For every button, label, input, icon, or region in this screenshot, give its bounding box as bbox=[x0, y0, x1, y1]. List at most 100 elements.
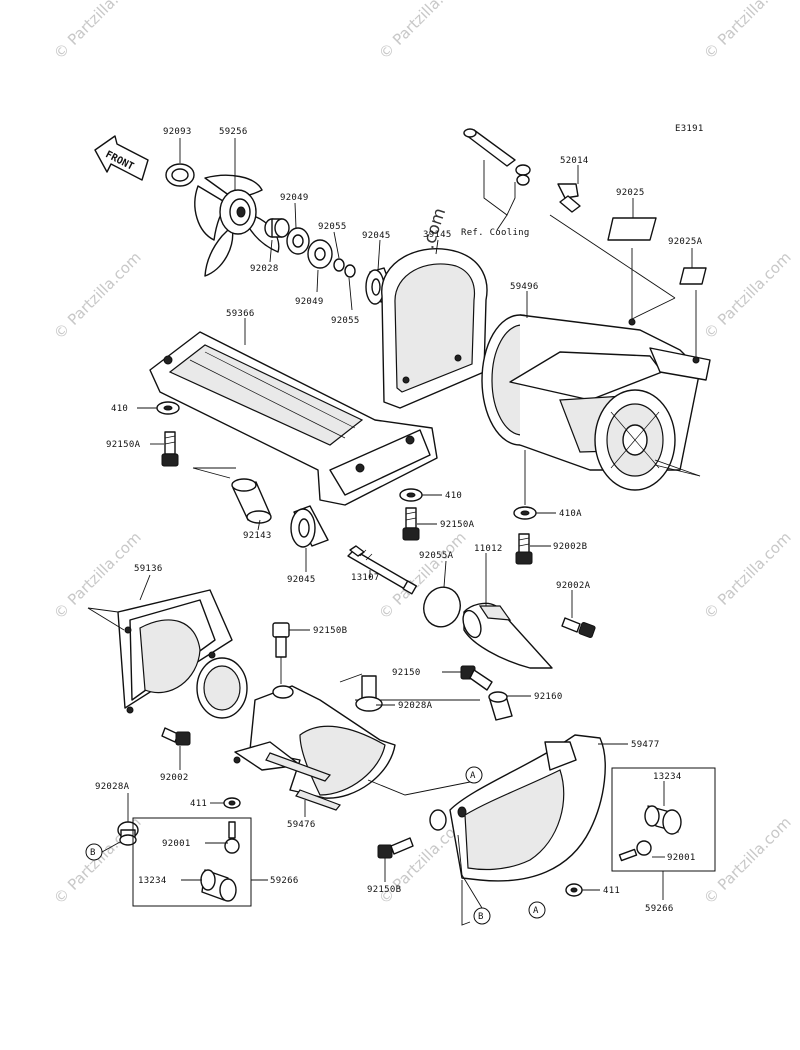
label-92001: 92001 bbox=[162, 839, 191, 849]
label-92160: 92160 bbox=[534, 692, 563, 702]
label-92055: 92055 bbox=[318, 222, 347, 232]
label-59266-b: 59266 bbox=[645, 904, 674, 914]
leader bbox=[367, 779, 481, 796]
label-92055-b: 92055 bbox=[331, 316, 360, 326]
part-410-washer bbox=[156, 401, 180, 415]
part-92150-bolt bbox=[460, 665, 493, 691]
part-92025-shim bbox=[607, 217, 657, 241]
callout-b-left: B bbox=[85, 843, 103, 861]
part-92049-seal bbox=[286, 227, 310, 255]
label-410-b: 410 bbox=[445, 491, 462, 501]
label-39145: 39145 bbox=[423, 230, 452, 240]
label-92150b: 92150B bbox=[313, 626, 347, 636]
label-52014: 52014 bbox=[560, 156, 589, 166]
part-59136-nozzle bbox=[117, 589, 248, 719]
part-13107-shaft bbox=[347, 545, 418, 595]
part-92150a-bolt-2 bbox=[402, 507, 420, 541]
part-92150b-bolt bbox=[272, 622, 290, 684]
callout-b-bottom: B bbox=[473, 907, 491, 925]
part-411-washer-2 bbox=[565, 883, 583, 897]
label-92045-b: 92045 bbox=[287, 575, 316, 585]
part-92049-seal-2 bbox=[307, 239, 333, 269]
label-92028a-b: 92028A bbox=[95, 782, 130, 792]
watermark-text: © Partzilla.com bbox=[50, 0, 145, 63]
callout-a-bottom: A bbox=[528, 901, 546, 919]
part-39145-gasket bbox=[381, 248, 488, 409]
part-92150a-bolt bbox=[161, 431, 179, 467]
label-410a: 410A bbox=[559, 509, 582, 519]
kit-box-right bbox=[611, 767, 716, 872]
part-13234-socket bbox=[200, 869, 237, 902]
leader bbox=[461, 880, 471, 926]
label-59496: 59496 bbox=[510, 282, 539, 292]
label-13107: 13107 bbox=[351, 573, 380, 583]
callout-a-top: A bbox=[465, 766, 483, 784]
svg-text:B: B bbox=[90, 848, 96, 858]
svg-text:B: B bbox=[478, 912, 484, 922]
label-92049-b: 92049 bbox=[295, 297, 324, 307]
label-92002b: 92002B bbox=[553, 542, 587, 552]
part-59477-reverse-bucket bbox=[429, 734, 606, 882]
part-13234-socket-2 bbox=[644, 805, 682, 835]
part-92002-bolt bbox=[161, 727, 191, 746]
label-13234-b: 13234 bbox=[138, 876, 167, 886]
part-labels: 92093 59256 92049 92055 92045 39145 9202… bbox=[95, 127, 702, 914]
part-92045-bearing-2 bbox=[290, 505, 329, 548]
leader bbox=[87, 607, 125, 631]
label-92150a: 92150A bbox=[106, 440, 141, 450]
label-92150: 92150 bbox=[392, 668, 421, 678]
label-92028: 92028 bbox=[250, 264, 279, 274]
label-59477: 59477 bbox=[631, 740, 660, 750]
label-59366: 59366 bbox=[226, 309, 255, 319]
watermark-text: © Partzilla.com bbox=[700, 528, 795, 623]
label-410: 410 bbox=[111, 404, 128, 414]
kit-box-left bbox=[132, 817, 252, 907]
label-59476: 59476 bbox=[287, 820, 316, 830]
leader bbox=[192, 467, 231, 479]
svg-text:A: A bbox=[470, 771, 476, 781]
label-92055a: 92055A bbox=[419, 551, 454, 561]
label-59136: 59136 bbox=[134, 564, 163, 574]
label-92049: 92049 bbox=[280, 193, 309, 203]
label-92002a: 92002A bbox=[556, 581, 591, 591]
watermark-text: © Partzilla.com bbox=[700, 0, 795, 63]
part-cooling-hose bbox=[463, 128, 531, 186]
part-92028a-bushing-2 bbox=[117, 821, 139, 846]
label-92002: 92002 bbox=[160, 773, 189, 783]
label-92093: 92093 bbox=[163, 127, 192, 137]
leader bbox=[629, 297, 676, 321]
label-13234: 13234 bbox=[653, 772, 682, 782]
cooling-leader bbox=[496, 214, 508, 231]
leader bbox=[101, 841, 121, 853]
label-411: 411 bbox=[190, 799, 207, 809]
label-92025: 92025 bbox=[616, 188, 645, 198]
part-410-washer-2 bbox=[399, 488, 423, 502]
part-59476-steering-nozzle bbox=[233, 685, 396, 811]
label-92150b-b: 92150B bbox=[367, 885, 401, 895]
label-411-b: 411 bbox=[603, 886, 620, 896]
part-11012-cone bbox=[462, 602, 553, 669]
ref-cooling-label: Ref. Cooling bbox=[461, 228, 530, 238]
part-92025a-shim bbox=[679, 267, 707, 285]
leader bbox=[87, 607, 119, 613]
part-92160-collar bbox=[488, 691, 513, 721]
part-411-washer bbox=[223, 797, 241, 809]
watermark-text: © Partzilla.com bbox=[700, 248, 795, 343]
front-arrow-icon: FRONT bbox=[94, 135, 149, 181]
part-59256-impeller bbox=[194, 174, 280, 277]
leader bbox=[339, 673, 363, 683]
part-410a-washer bbox=[513, 506, 537, 520]
label-92001-b: 92001 bbox=[667, 853, 696, 863]
leader bbox=[549, 214, 676, 299]
label-92150a-b: 92150A bbox=[440, 520, 475, 530]
part-52014-fitting bbox=[557, 183, 581, 213]
part-92001-ball-stud bbox=[224, 821, 240, 854]
part-92028-sleeve bbox=[264, 218, 290, 238]
label-92028a: 92028A bbox=[398, 701, 433, 711]
part-92002a-bolt bbox=[561, 617, 596, 638]
watermark-text: © Partzilla.com bbox=[50, 248, 145, 343]
part-92143-collar bbox=[231, 478, 272, 524]
label-59266: 59266 bbox=[270, 876, 299, 886]
